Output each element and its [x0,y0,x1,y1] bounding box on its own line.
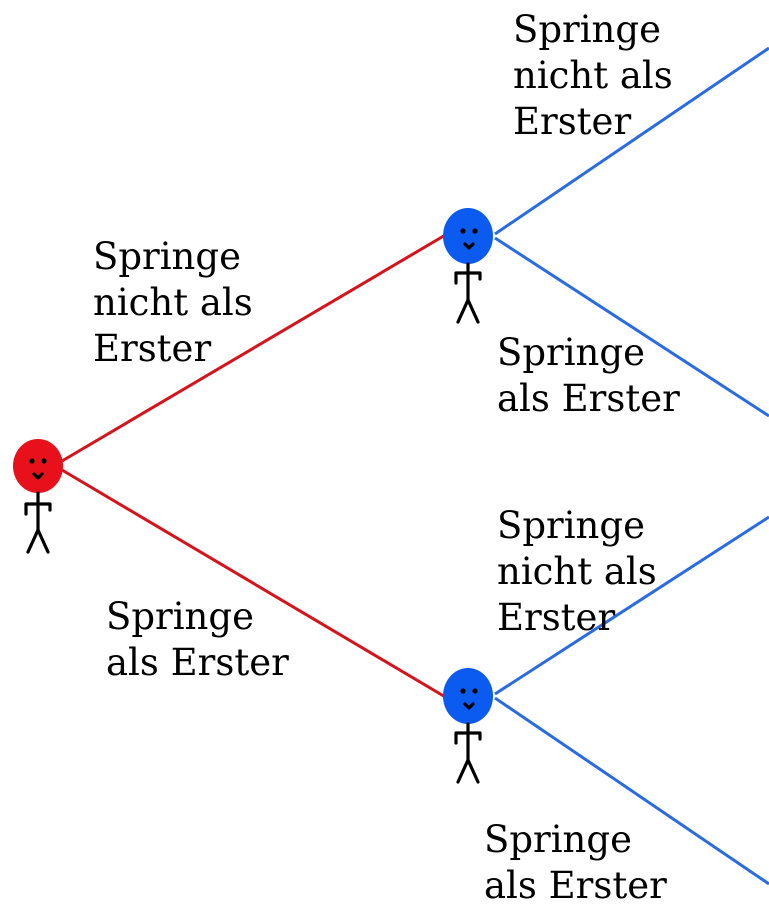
label-p2-lower-not-first: Springe nicht als Erster [497,503,657,641]
label-p2-upper-first: Springe als Erster [497,330,680,422]
edge-p1-not-first [61,232,448,463]
label-line: Erster [513,100,632,143]
label-line: als Erster [497,377,680,420]
label-p2-upper-not-first: Springe nicht als Erster [513,7,673,145]
edge-p2-upper-not-first [494,46,769,236]
label-line: Erster [497,596,616,639]
label-line: Springe [513,8,661,51]
label-p2-lower-first: Springe als Erster [484,817,667,909]
label-p1-first: Springe als Erster [106,594,289,686]
blue-stick-figure-icon [443,668,493,784]
label-line: Springe [93,235,241,278]
edge-p1-first [61,468,448,700]
red-stick-figure-icon [13,439,63,554]
edge-p2-lower-first [494,696,769,886]
label-line: als Erster [106,641,289,684]
label-line: nicht als [93,281,253,324]
label-line: Springe [497,504,645,547]
label-line: nicht als [497,550,657,593]
label-line: Erster [93,327,212,370]
label-line: Springe [484,818,632,861]
label-line: Springe [497,331,645,374]
edge-p2-upper-first [494,236,769,418]
blue-stick-figure-icon [443,208,493,324]
label-line: als Erster [484,864,667,907]
label-line: nicht als [513,54,673,97]
label-line: Springe [106,595,254,638]
edge-p2-lower-not-first [494,515,769,696]
label-p1-not-first: Springe nicht als Erster [93,234,253,372]
